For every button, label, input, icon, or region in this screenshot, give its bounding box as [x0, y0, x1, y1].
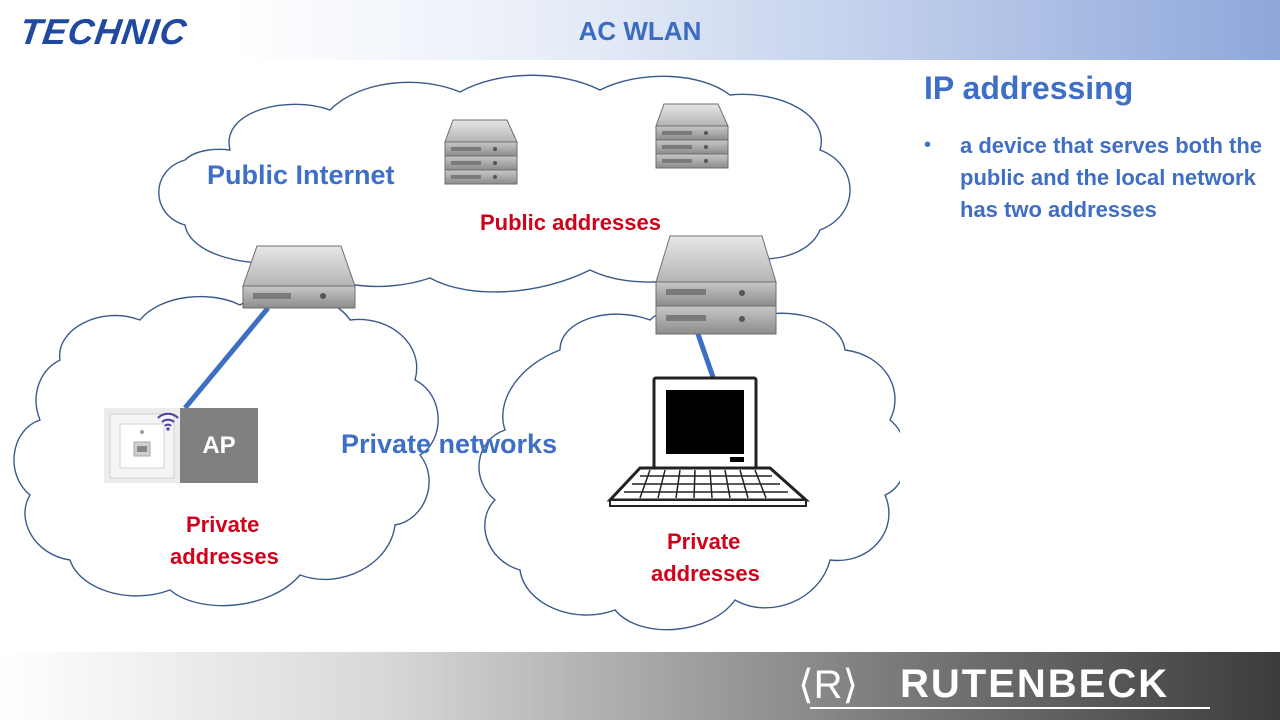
ap-label: AP	[202, 432, 236, 459]
link-left-router-ap	[183, 306, 270, 410]
slide-title: AC WLAN	[578, 16, 702, 46]
public-internet-label: Public Internet	[207, 160, 395, 190]
ip-addressing-heading: IP addressing	[924, 70, 1134, 106]
wall-socket-icon	[109, 413, 175, 479]
network-diagram	[13, 74, 900, 631]
wifi-icon	[157, 412, 179, 431]
router-icon	[242, 245, 356, 309]
bullet-symbol: •	[924, 134, 932, 156]
server-stack-icon	[444, 119, 518, 185]
footer-underline	[810, 707, 1210, 709]
private-networks-label: Private networks	[341, 429, 558, 459]
server-stack-icon	[655, 103, 729, 169]
access-point-box	[180, 408, 258, 483]
private-addresses-left-line2: addresses	[170, 544, 279, 569]
private-addresses-left-line1: Private	[186, 512, 260, 537]
router-icon	[655, 235, 777, 335]
computer-icon	[606, 376, 810, 507]
public-addresses-label: Public addresses	[480, 210, 661, 235]
rutenbeck-mark-icon: ⟨R⟩	[798, 663, 859, 707]
access-point-socket-image	[104, 408, 180, 483]
bullet-text: a device that serves both the public and…	[960, 133, 1262, 222]
private-addresses-right-line1: Private	[667, 529, 741, 554]
footer-bar: ⟨R⟩ RUTENBECK	[0, 652, 1280, 720]
link-right-router-pc	[695, 333, 717, 381]
rutenbeck-brand: RUTENBECK	[900, 662, 1170, 706]
technic-logo: TECHNIC	[17, 11, 190, 52]
header-bar: TECHNIC AC WLAN	[0, 0, 1280, 60]
private-addresses-right-line2: addresses	[651, 561, 760, 586]
